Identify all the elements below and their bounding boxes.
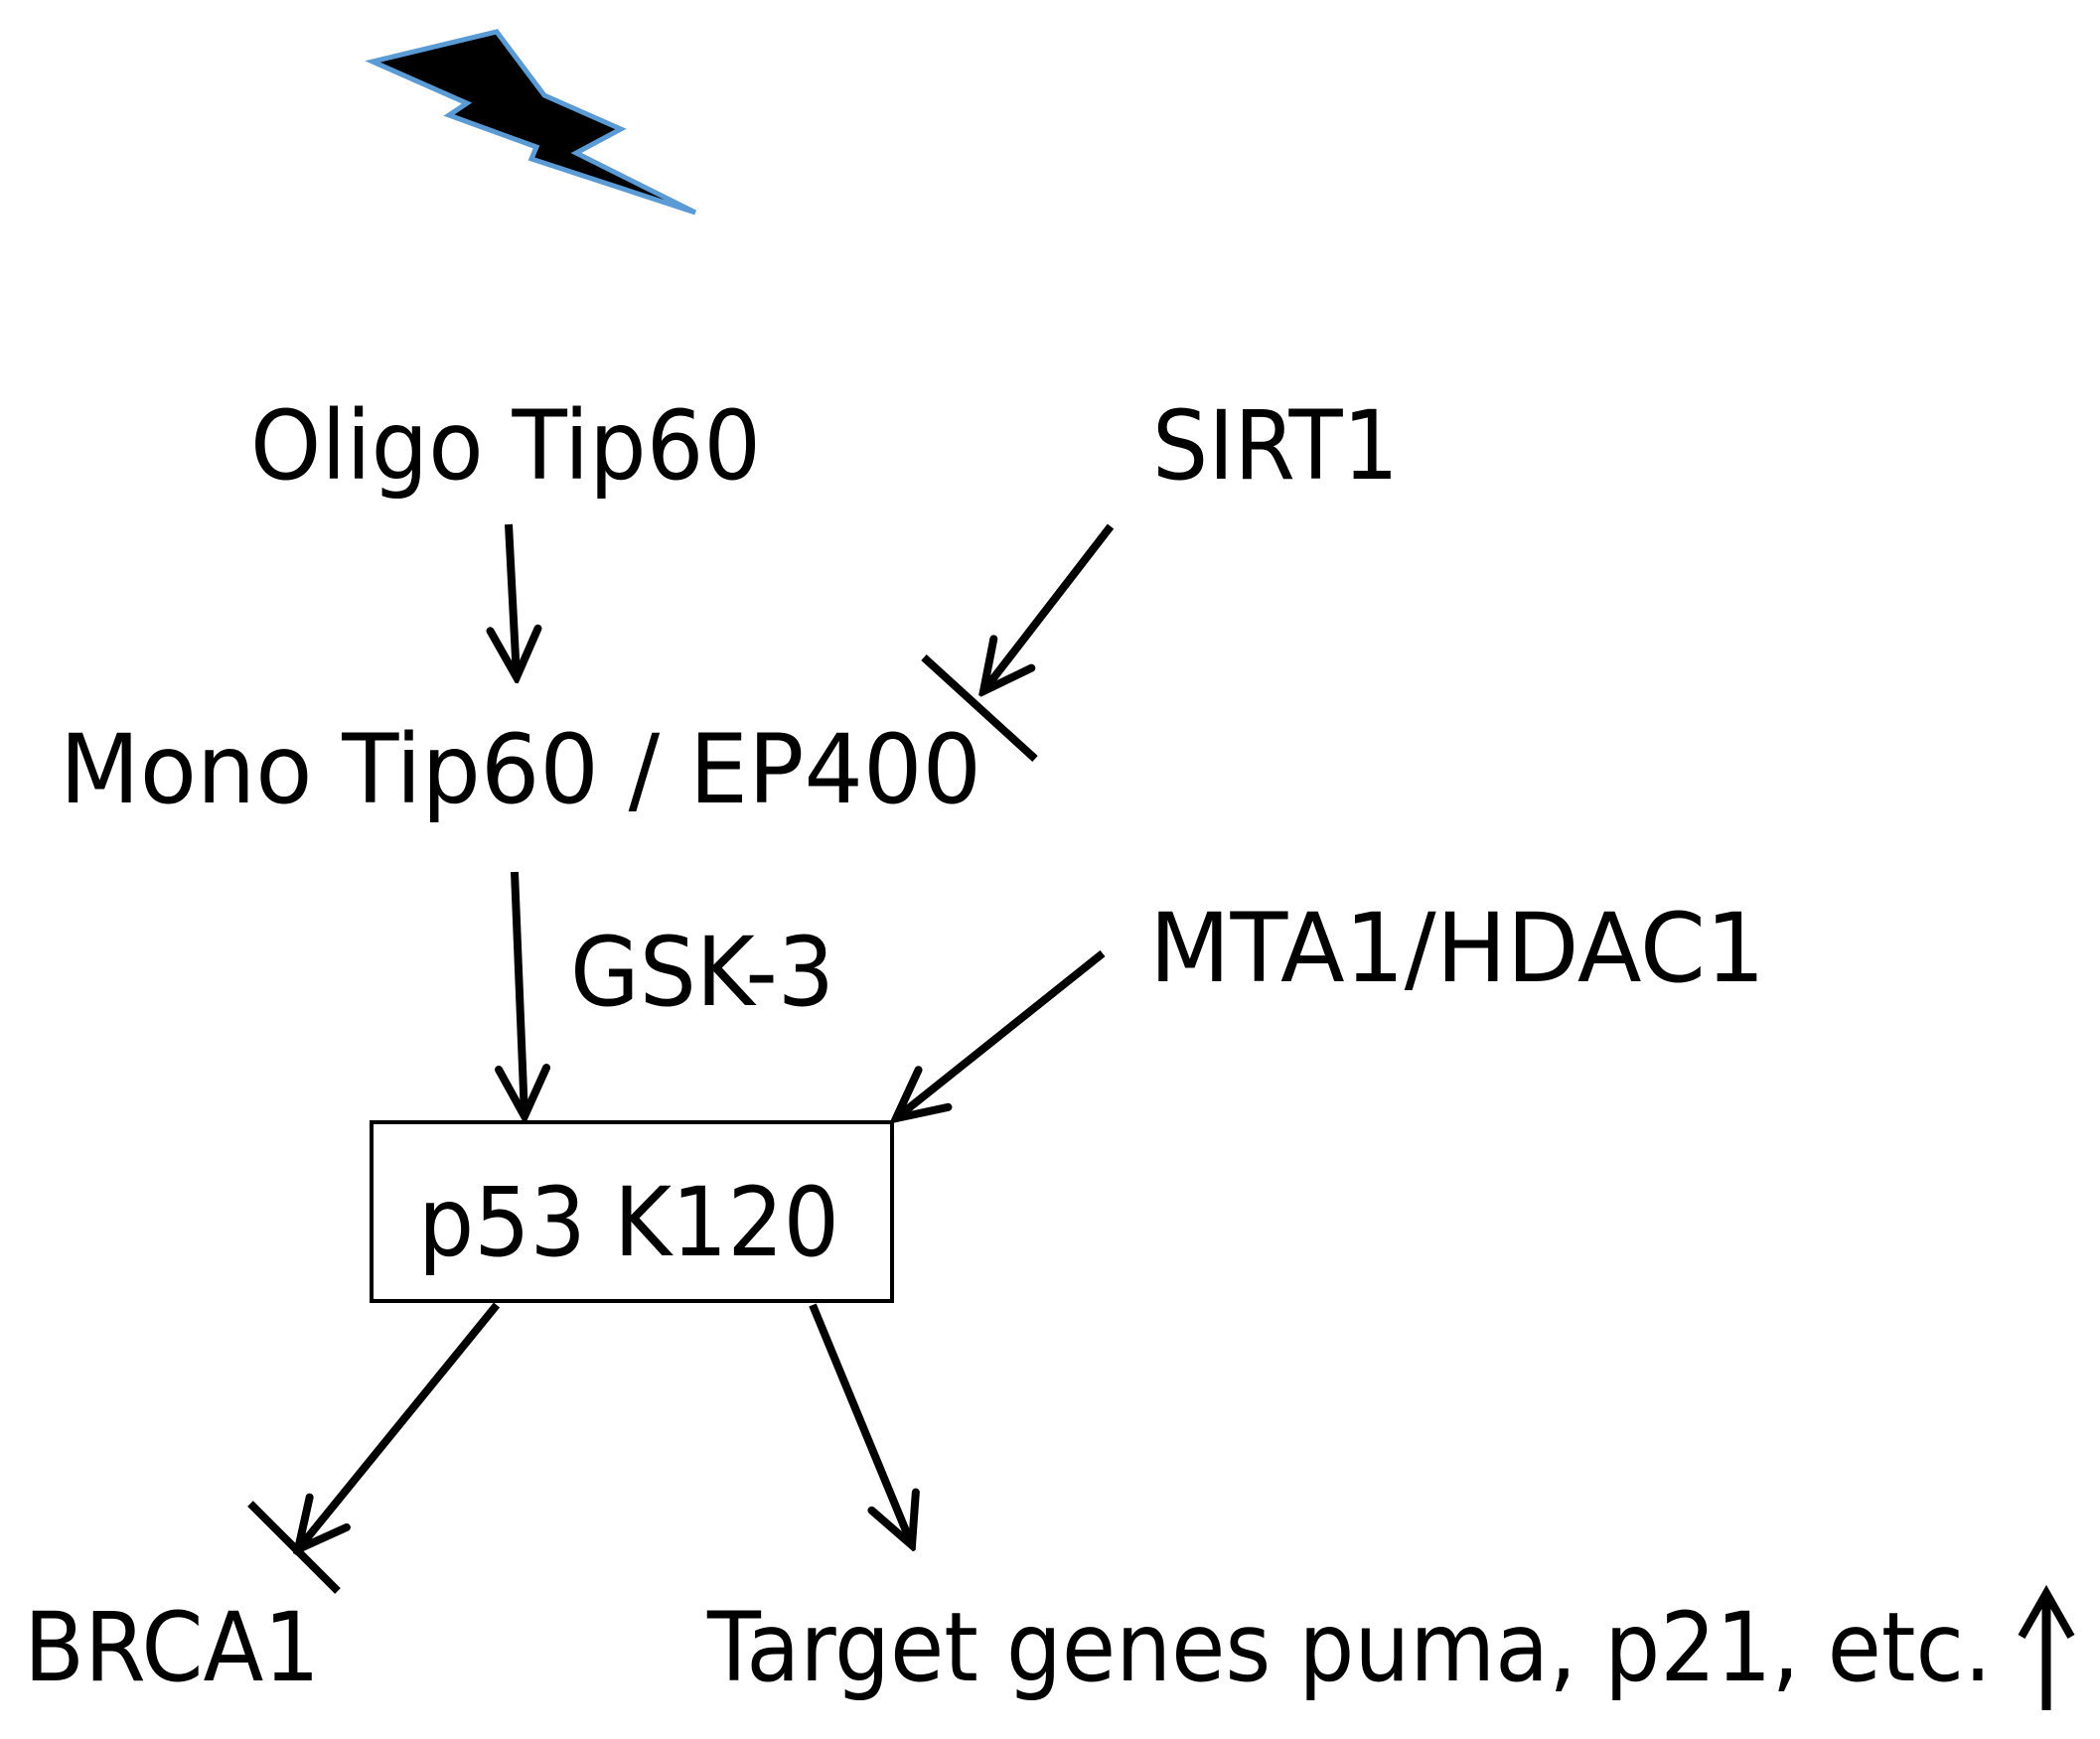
node-mono-tip60-ep400: Mono Tip60 / EP400 <box>60 714 981 825</box>
node-mta1-hdac1: MTA1/HDAC1 <box>1149 893 1765 1004</box>
lightning-bolt-icon <box>365 29 697 216</box>
inhibition-sirt1-to-mono <box>921 523 1115 762</box>
arrow-oligo-to-mono <box>509 523 517 677</box>
label-gsk3: GSK-3 <box>570 917 834 1028</box>
node-brca1: BRCA1 <box>24 1592 320 1703</box>
up-arrow-icon <box>2018 1584 2075 1710</box>
node-oligo-tip60: Oligo Tip60 <box>250 390 761 502</box>
node-p53-k120-box <box>370 1120 894 1303</box>
arrow-mono-to-p53 <box>515 871 525 1116</box>
node-target-genes: Target genes puma, p21, etc. <box>706 1592 1992 1703</box>
node-p53-k120: p53 K120 <box>418 1167 839 1278</box>
arrow-p53-to-target-genes <box>809 1303 912 1545</box>
arrow-mta1-to-p53 <box>896 949 1106 1118</box>
inhibition-p53-to-brca1 <box>247 1302 501 1594</box>
node-sirt1: SIRT1 <box>1152 390 1399 502</box>
